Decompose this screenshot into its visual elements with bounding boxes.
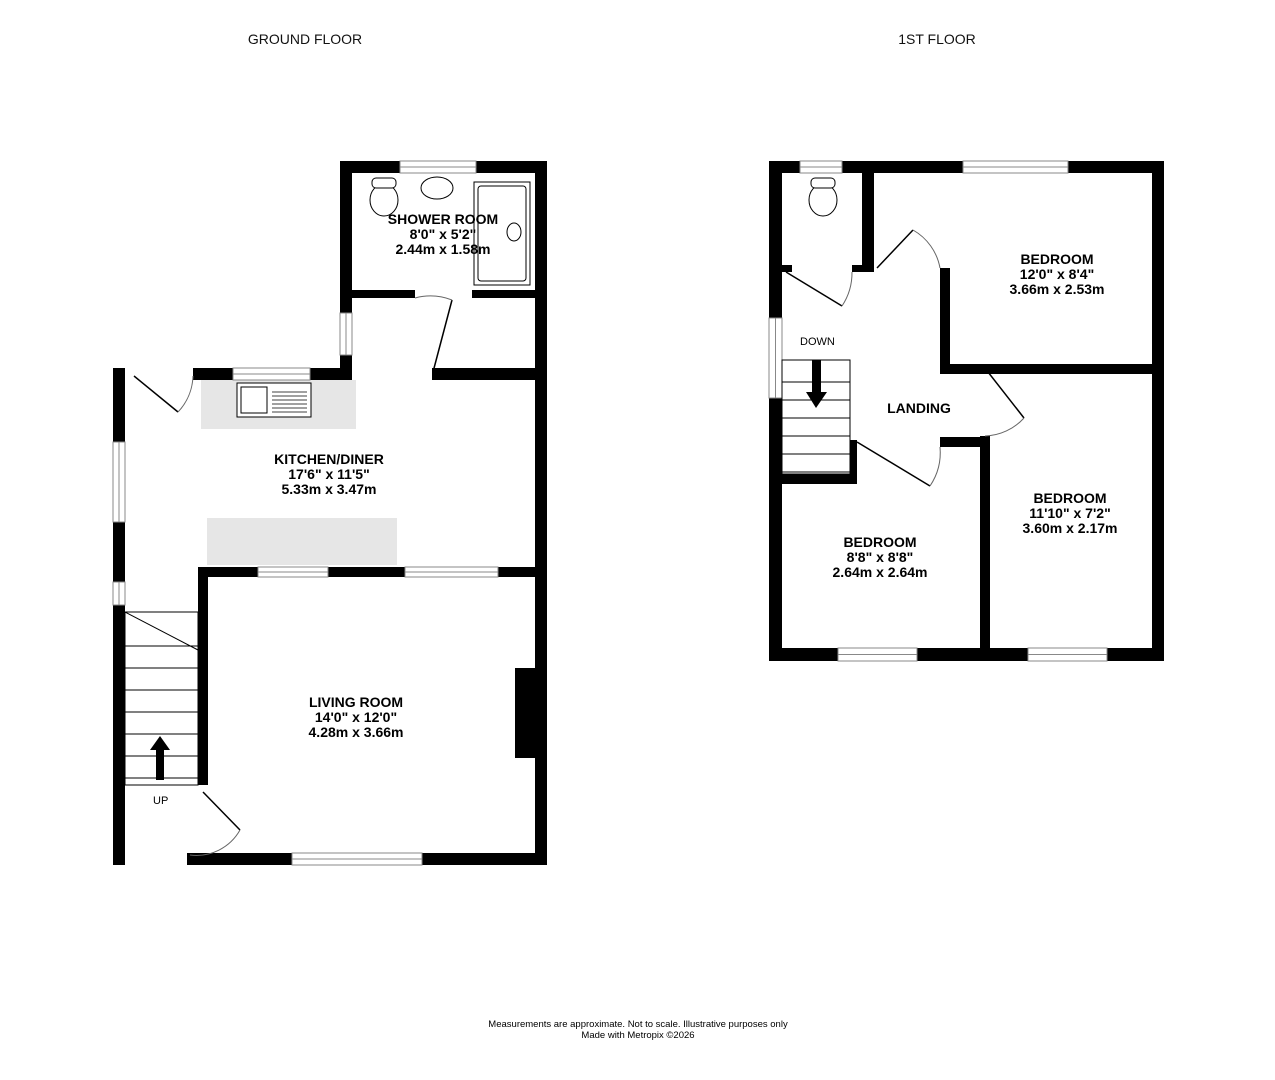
- stair-arrow: [156, 748, 164, 780]
- wall: [198, 567, 208, 785]
- wall: [352, 290, 415, 298]
- door-swing: [912, 229, 941, 269]
- wall: [498, 567, 535, 577]
- stairs-down-label: DOWN: [800, 336, 835, 348]
- room-imperial: 14'0" x 12'0": [314, 709, 398, 725]
- wall: [193, 368, 233, 380]
- wall: [476, 161, 547, 173]
- wall: [769, 161, 782, 318]
- room-name: SHOWER ROOM: [387, 211, 499, 227]
- kitchen-island: [207, 518, 397, 565]
- wall: [1152, 161, 1164, 661]
- stairs-up-label: UP: [153, 795, 169, 807]
- staircase: [124, 611, 199, 786]
- wall: [432, 368, 535, 380]
- door-leaf: [432, 299, 453, 373]
- door-leaf: [876, 229, 914, 269]
- room-label-bedroom-1: BEDROOM 12'0" x 8'4" 3.66m x 2.53m: [1010, 252, 1105, 297]
- wall: [340, 161, 400, 173]
- room-metric: 5.33m x 3.47m: [281, 481, 377, 497]
- room-metric: 2.44m x 1.58m: [395, 241, 491, 257]
- wall: [940, 364, 1152, 374]
- wall: [940, 268, 950, 372]
- stair-arrow: [812, 360, 821, 392]
- room-imperial: 8'0" x 5'2": [409, 226, 477, 242]
- room-imperial: 8'8" x 8'8": [846, 549, 914, 565]
- room-label-shower-room: SHOWER ROOM 8'0" x 5'2" 2.44m x 1.58m: [388, 212, 498, 257]
- wall: [328, 567, 405, 577]
- door-swing: [984, 417, 1025, 437]
- wall: [862, 173, 874, 272]
- sink-icon: [420, 176, 454, 200]
- door-swing: [841, 271, 853, 307]
- wall: [917, 648, 1028, 661]
- wall: [515, 668, 535, 758]
- room-label-bedroom-2: BEDROOM 11'10" x 7'2" 3.60m x 2.17m: [1023, 491, 1118, 536]
- wall: [842, 161, 963, 173]
- room-imperial: 12'0" x 8'4": [1019, 266, 1095, 282]
- wall: [1068, 161, 1164, 173]
- first-floor-title: 1ST FLOOR: [898, 31, 976, 47]
- wall: [769, 648, 838, 661]
- door-swing: [189, 829, 241, 856]
- wall: [769, 398, 782, 661]
- door-leaf: [856, 441, 931, 487]
- wall: [113, 368, 125, 442]
- wall: [200, 567, 258, 577]
- wall: [1107, 648, 1164, 661]
- shower-head-icon: [506, 222, 522, 242]
- down-arrow-icon: [806, 392, 827, 408]
- door-swing: [929, 446, 941, 487]
- disclaimer-text: Measurements are approximate. Not to sca…: [488, 1019, 788, 1030]
- wall: [113, 605, 125, 865]
- door-leaf: [202, 791, 241, 831]
- room-label-landing: LANDING: [887, 400, 951, 416]
- wall: [980, 436, 990, 648]
- room-metric: 4.28m x 3.66m: [308, 724, 404, 740]
- room-label-kitchen-diner: KITCHEN/DINER 17'6" x 11'5" 5.33m x 3.47…: [274, 452, 384, 497]
- ground-floor-title: GROUND FLOOR: [247, 31, 363, 47]
- room-label-bedroom-3: BEDROOM 8'8" x 8'8" 2.64m x 2.64m: [833, 535, 928, 580]
- wall: [340, 161, 352, 297]
- door-swing: [177, 375, 194, 413]
- room-name: LIVING ROOM: [308, 694, 404, 710]
- wall: [940, 437, 990, 447]
- room-metric: 3.60m x 2.17m: [1022, 520, 1118, 536]
- toilet-cistern: [810, 177, 836, 189]
- wall: [850, 440, 857, 484]
- wall: [535, 161, 547, 865]
- wall: [113, 522, 125, 582]
- room-metric: 3.66m x 2.53m: [1009, 281, 1105, 297]
- room-name: BEDROOM: [1020, 251, 1094, 267]
- door-swing: [414, 295, 453, 301]
- door-leaf: [785, 271, 843, 307]
- stair-winder: [124, 611, 199, 651]
- room-label-living-room: LIVING ROOM 14'0" x 12'0" 4.28m x 3.66m: [309, 695, 404, 740]
- wall: [472, 290, 535, 298]
- room-name: BEDROOM: [843, 534, 917, 550]
- toilet-cistern: [371, 177, 397, 189]
- wall: [852, 265, 874, 272]
- sink-bowl: [240, 386, 268, 414]
- wall: [782, 265, 792, 272]
- room-imperial: 17'6" x 11'5": [288, 466, 370, 482]
- wall: [782, 474, 857, 484]
- wall: [340, 297, 352, 313]
- wall: [422, 853, 547, 865]
- credit-text: Made with Metropix ©2026: [581, 1030, 695, 1041]
- door-leaf: [133, 375, 179, 413]
- up-arrow-icon: [150, 736, 170, 750]
- room-name: BEDROOM: [1033, 490, 1107, 506]
- room-metric: 2.64m x 2.64m: [832, 564, 928, 580]
- shower-tray-inner: [477, 185, 527, 282]
- footer: Measurements are approximate. Not to sca…: [488, 1019, 787, 1041]
- toilet-icon: [808, 183, 838, 217]
- room-imperial: 11'10" x 7'2": [1029, 505, 1111, 521]
- wall: [310, 368, 352, 380]
- wall: [187, 853, 292, 865]
- room-name: KITCHEN/DINER: [274, 451, 384, 467]
- door-leaf: [987, 371, 1025, 419]
